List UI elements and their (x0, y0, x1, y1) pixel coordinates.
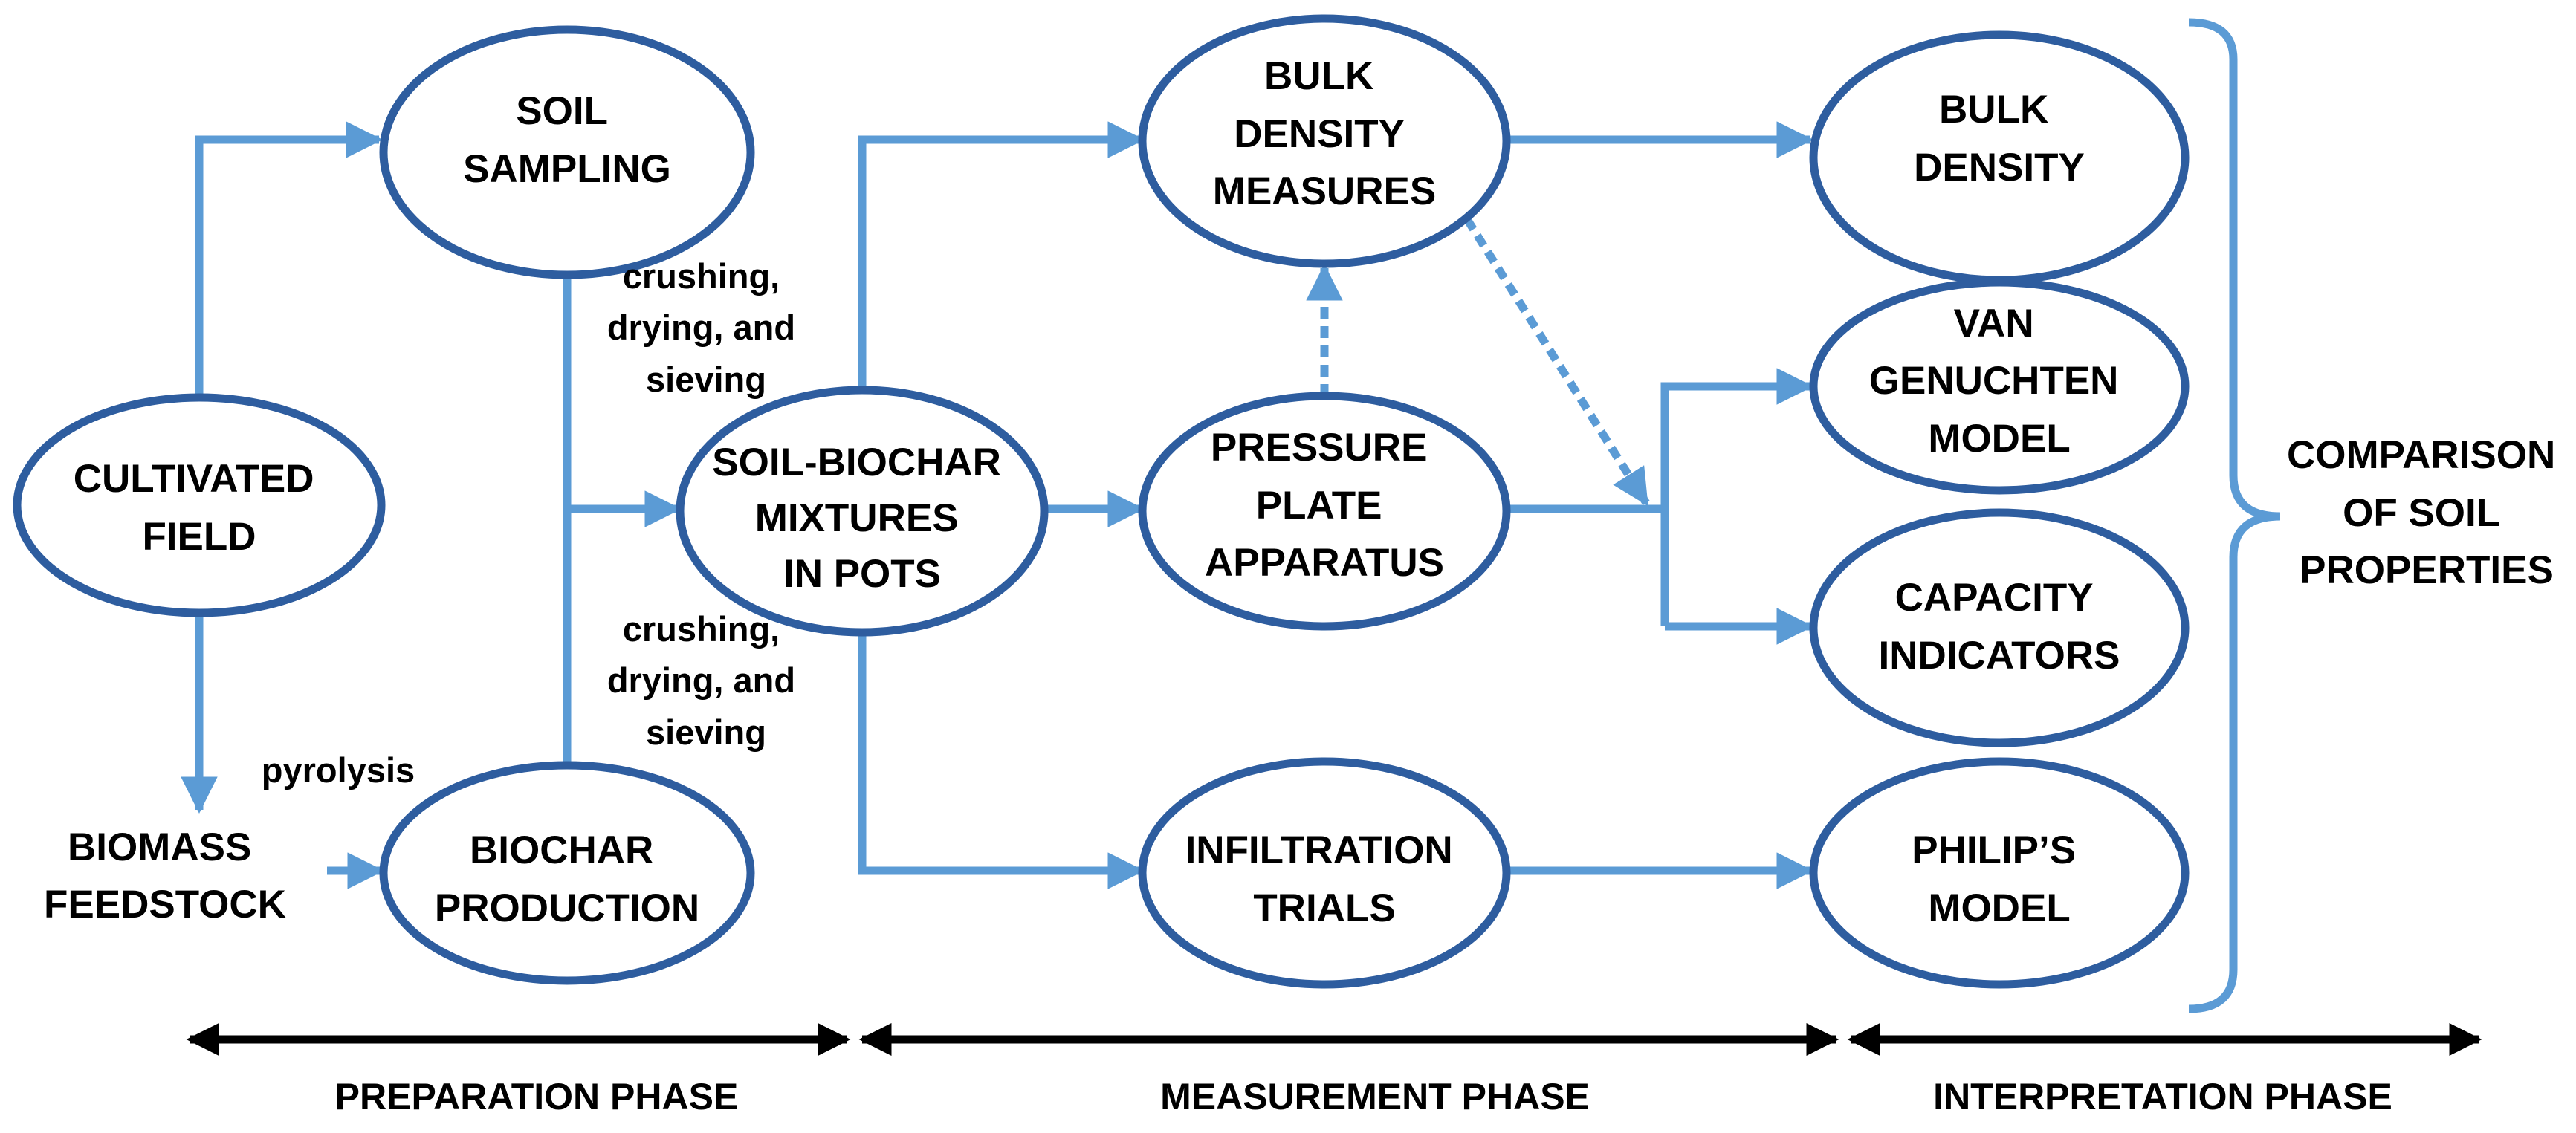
node-bulk-density-measures-text: BULK DENSITY MEASURES (1213, 54, 1436, 213)
pressure-plate-line-2: PLATE (1256, 484, 1382, 527)
crushing-top-line-2: drying, and (607, 308, 795, 347)
pressure-plate-line-1: PRESSURE (1211, 426, 1428, 470)
node-cultivated-field (13, 393, 386, 617)
crushing-label-top: crushing, drying, and sieving (607, 256, 805, 399)
node-pressure-plate-apparatus (1138, 392, 1511, 631)
comparison-line-1: COMPARISON (2287, 433, 2555, 477)
node-bulk-density-measures (1138, 14, 1511, 268)
node-philips-model (1809, 757, 2190, 989)
biomass-feedstock-label: BIOMASS FEEDSTOCK (44, 825, 286, 926)
pressure-plate-line-3: APPARATUS (1205, 541, 1444, 585)
soil-biochar-mixtures-line-2: MIXTURES (755, 496, 959, 540)
crushing-bottom-line-3: sieving (646, 712, 766, 752)
preparation-phase-label: PREPARATION PHASE (335, 1076, 739, 1117)
cultivated-field-line-2: FIELD (142, 515, 256, 559)
node-van-genuchten-model-text: VAN GENUCHTEN MODEL (1869, 302, 2129, 461)
van-genuchten-line-1: VAN (1954, 302, 2034, 345)
soil-biochar-mixtures-line-3: IN POTS (783, 552, 941, 596)
biochar-production-line-1: BIOCHAR (470, 828, 653, 872)
pyrolysis-label: pyrolysis (262, 750, 415, 790)
soil-sampling-line-1: SOIL (516, 89, 607, 133)
node-van-genuchten-model (1809, 278, 2190, 495)
soil-sampling-line-2: SAMPLING (463, 147, 671, 191)
node-soil-biochar-mixtures (676, 386, 1049, 637)
dotted-arrow-bulk-to-branch (1453, 201, 1650, 507)
crushing-top-line-3: sieving (646, 360, 766, 399)
node-infiltration-trials-text: INFILTRATION TRIALS (1185, 828, 1464, 930)
van-genuchten-line-3: MODEL (1928, 417, 2070, 461)
biomass-feedstock-line-1: BIOMASS (68, 825, 251, 869)
arrow-to-van-genuchten (1660, 368, 1813, 626)
arrow-mixtures-to-infiltration (858, 630, 1145, 889)
comparison-line-3: PROPERTIES (2300, 548, 2554, 592)
crushing-label-bottom: crushing, drying, and sieving (607, 609, 805, 752)
philips-model-line-1: PHILIP’S (1912, 828, 2076, 872)
measurement-phase-label: MEASUREMENT PHASE (1160, 1076, 1590, 1117)
comparison-brace (2188, 18, 2281, 1013)
node-biochar-production (379, 761, 755, 985)
arrow-field-to-sampling (195, 121, 383, 397)
philips-model-line-2: MODEL (1928, 886, 2070, 930)
node-infiltration-trials (1138, 757, 1511, 989)
soil-biochar-mixtures-line-1: SOIL-BIOCHAR (712, 441, 1001, 484)
arrow-mixtures-to-bulk-measures (858, 121, 1145, 390)
van-genuchten-line-2: GENUCHTEN (1869, 359, 2119, 403)
node-philips-model-text: PHILIP’S MODEL (1912, 828, 2087, 930)
bulk-density-line-1: BULK (1939, 88, 2048, 132)
capacity-indicators-line-2: INDICATORS (1879, 634, 2120, 678)
bulk-density-line-2: DENSITY (1914, 146, 2085, 189)
crushing-bottom-line-2: drying, and (607, 660, 795, 700)
capacity-indicators-line-1: CAPACITY (1895, 576, 2094, 620)
node-bulk-density-text: BULK DENSITY (1914, 88, 2085, 189)
node-pressure-plate-apparatus-text: PRESSURE PLATE APPARATUS (1205, 426, 1444, 585)
infiltration-trials-line-1: INFILTRATION (1185, 828, 1453, 872)
connectors (181, 121, 1813, 889)
biomass-feedstock-line-2: FEEDSTOCK (44, 883, 286, 926)
crushing-top-line-1: crushing, (623, 256, 780, 296)
bulk-density-measures-line-3: MEASURES (1213, 169, 1436, 213)
node-soil-sampling-text: SOIL SAMPLING (463, 89, 671, 191)
interpretation-phase-label: INTERPRETATION PHASE (1933, 1076, 2392, 1117)
node-capacity-indicators (1809, 508, 2190, 747)
cultivated-field-line-1: CULTIVATED (74, 457, 314, 501)
node-soil-sampling (379, 25, 755, 279)
node-cultivated-field-text: CULTIVATED FIELD (74, 457, 326, 559)
comparison-label: COMPARISON OF SOIL PROPERTIES (2287, 433, 2566, 592)
crushing-bottom-line-1: crushing, (623, 609, 780, 649)
nodes (13, 14, 2190, 989)
node-biochar-production-text: BIOCHAR PRODUCTION (435, 828, 699, 930)
node-soil-biochar-mixtures-text: SOIL-BIOCHAR MIXTURES IN POTS (712, 441, 1012, 596)
bulk-density-measures-line-1: BULK (1264, 54, 1373, 98)
biochar-production-line-2: PRODUCTION (435, 886, 699, 930)
comparison-line-2: OF SOIL (2343, 491, 2499, 535)
infiltration-trials-line-2: TRIALS (1253, 886, 1395, 930)
bulk-density-measures-line-2: DENSITY (1234, 112, 1404, 156)
node-capacity-indicators-text: CAPACITY INDICATORS (1879, 576, 2120, 678)
